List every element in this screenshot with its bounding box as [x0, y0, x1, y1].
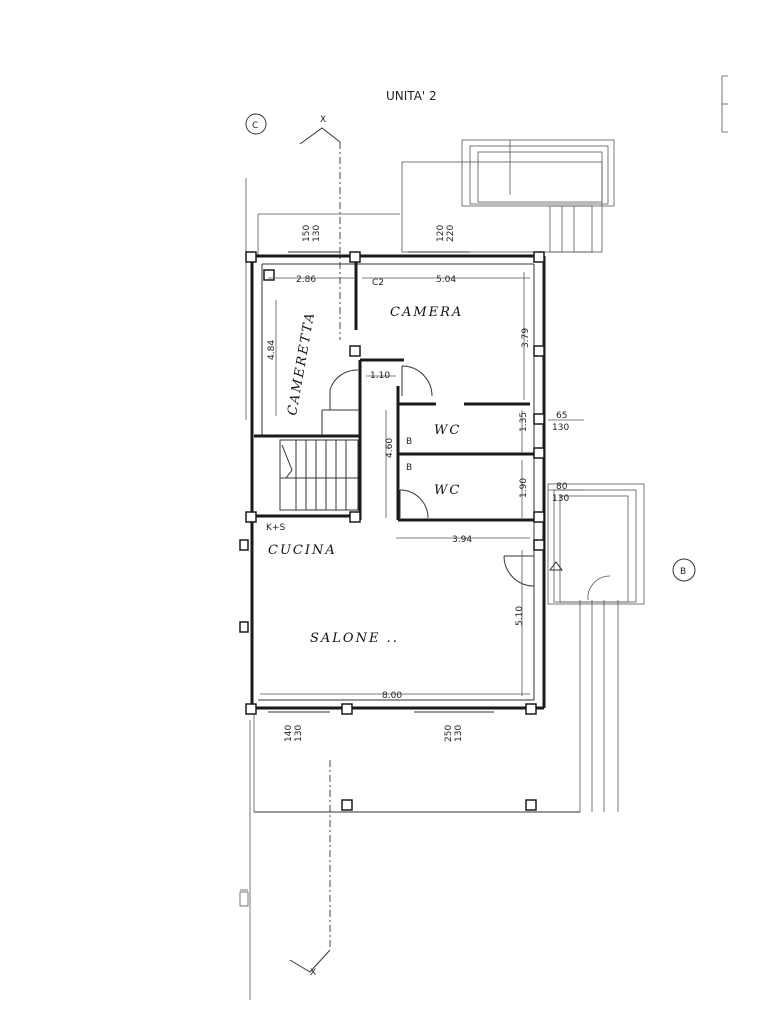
dim-cameretta-depth: 4.84: [267, 340, 277, 360]
dim-salone-width: 8.00: [382, 691, 402, 701]
windows: [268, 251, 494, 713]
room-label-camera: CAMERA: [390, 305, 463, 320]
upper-terrace: [401, 139, 615, 253]
dim-corridor-width: 1.10: [370, 371, 390, 381]
opening-top-left-width: 150: [302, 225, 312, 242]
room-label-ks: K+S: [266, 523, 285, 533]
dim-wc1-depth: 1.35: [519, 412, 529, 432]
room-label-cameretta: CAMERETTA: [285, 310, 318, 417]
door-swings: [329, 365, 535, 587]
label-b-lower: B: [406, 463, 412, 473]
section-cut-top-label: X: [320, 115, 326, 125]
opening-right-upper-width: 65: [556, 411, 567, 421]
opening-right-lower-width: 80: [556, 482, 568, 492]
section-label-c: C: [252, 121, 258, 131]
section-label-b: B: [680, 567, 686, 577]
dim-salone-partial-width: 3.94: [452, 535, 472, 545]
room-label-cucina: CUCINA: [268, 543, 337, 558]
interior-walls: [254, 256, 534, 522]
outer-walls: [250, 254, 546, 710]
dim-corridor-length: 4.60: [385, 438, 395, 458]
section-cut-top: X: [299, 115, 341, 340]
opening-bottom-left-height: 130: [294, 725, 304, 742]
section-marker-b: [672, 558, 696, 582]
right-terrace: [547, 483, 645, 812]
staircase: [279, 439, 359, 511]
opening-top-left-height: 130: [312, 225, 322, 242]
opening-bottom-left-width: 140: [284, 725, 294, 742]
lower-terrace: [239, 708, 580, 1000]
room-label-wc2: WC: [434, 483, 461, 498]
opening-bottom-right-height: 130: [454, 725, 464, 742]
dim-salone-depth: 5.10: [515, 606, 525, 626]
plan-title: UNITA' 2: [386, 89, 437, 103]
room-label-salone: SALONE ..: [310, 631, 399, 646]
opening-right-lower-height: 130: [552, 494, 569, 504]
section-cut-bottom-label: X: [310, 968, 316, 978]
label-b-upper: B: [406, 437, 412, 447]
opening-bottom-right-width: 250: [444, 725, 454, 742]
dim-cameretta-width: 2.86: [296, 275, 316, 285]
dim-camera-width: 5.04: [436, 275, 456, 285]
dim-wc2-depth: 1.90: [519, 478, 529, 498]
dim-camera-depth: 3.79: [521, 328, 531, 348]
section-marker-c: [245, 113, 267, 135]
room-label-wc1: WC: [434, 423, 461, 438]
structural-columns: [239, 251, 545, 811]
opening-top-right-height: 220: [446, 225, 456, 242]
label-c2: C2: [372, 278, 384, 288]
section-cut-bottom: X: [289, 760, 331, 978]
dimension-lines: [260, 272, 584, 696]
opening-right-upper-height: 130: [552, 423, 569, 433]
opening-top-right-width: 120: [436, 225, 446, 242]
